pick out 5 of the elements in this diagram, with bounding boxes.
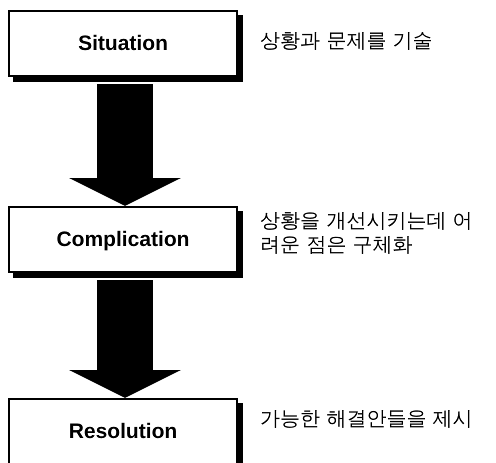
block-arrow [69, 280, 181, 398]
description-text: 상황을 개선시키는데 어려운 점은 구체화 [260, 208, 474, 256]
description-text: 상황과 문제를 기술 [260, 28, 434, 52]
description-text: 가능한 해결안들을 제시 [260, 406, 474, 430]
block-arrow [69, 84, 181, 206]
